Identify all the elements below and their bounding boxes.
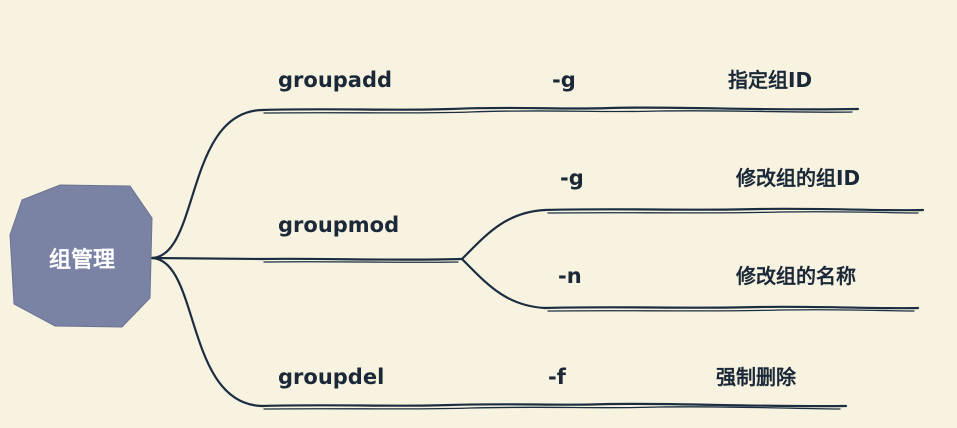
root-label: 组管理 <box>49 247 115 273</box>
underline-groupdel <box>260 402 848 408</box>
option-desc-groupmod-n: 修改组的名称 <box>735 264 856 288</box>
option-desc-groupmod-g: 修改组的组ID <box>735 166 860 190</box>
command-label-groupdel: groupdel <box>278 365 384 389</box>
connector-groupmod <box>150 256 264 261</box>
connector-groupdel <box>150 256 264 408</box>
connector-groupadd <box>150 108 264 260</box>
command-label-groupadd: groupadd <box>278 68 392 92</box>
underline-groupmod <box>260 257 464 261</box>
underline-groupadd-sketch <box>263 110 853 114</box>
option-flag-groupdel-f: -f <box>548 365 567 389</box>
root-connectors <box>150 108 264 408</box>
option-desc-groupdel-f: 强制删除 <box>716 365 797 389</box>
branch-groupadd <box>260 106 860 114</box>
option-desc-groupadd-g: 指定组ID <box>728 68 812 92</box>
fork-lower <box>460 257 547 310</box>
option-flag-groupadd-g: -g <box>552 68 576 92</box>
option-flag-groupmod-g: -g <box>560 166 584 190</box>
branch-groupdel <box>260 402 848 410</box>
underline-groupdel-sketch <box>263 406 841 410</box>
underline-groupmod-n-sketch <box>547 309 915 312</box>
root-node-shape <box>9 184 153 328</box>
underline-groupmod-g <box>543 207 925 212</box>
root-node: 组管理 <box>9 184 153 328</box>
underline-groupadd <box>260 106 860 112</box>
underline-groupmod-n <box>543 305 920 310</box>
fork-upper <box>460 208 547 261</box>
option-flag-groupmod-n: -n <box>558 264 582 288</box>
underline-groupmod-g-sketch <box>547 211 919 214</box>
branch-groupmod <box>260 207 925 312</box>
underline-groupmod-sketch <box>263 261 459 263</box>
command-label-groupmod: groupmod <box>278 213 399 237</box>
